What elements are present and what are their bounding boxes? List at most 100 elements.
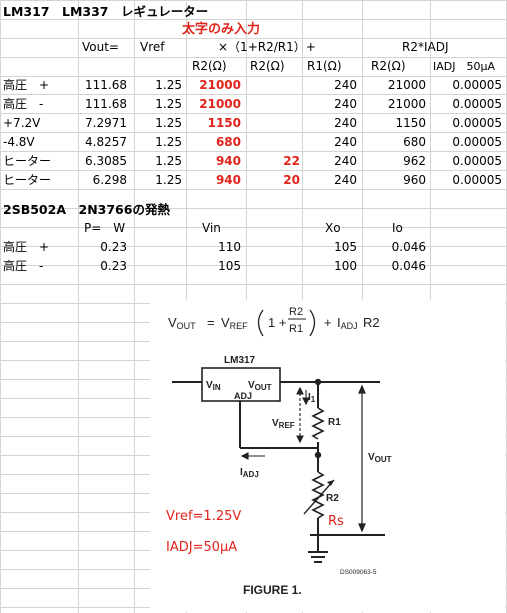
row-gridline: [0, 246, 507, 247]
cell-r2-extra[interactable]: 22: [283, 154, 300, 168]
col-iadj-header[interactable]: IADJ 50μA: [433, 60, 496, 73]
cell-r1[interactable]: 240: [334, 97, 357, 111]
cell-iadj[interactable]: 0.00005: [452, 135, 502, 149]
circuit-diagram: VOUT = VREF 1 + R2 R1 + IADJ R2: [166, 306, 392, 597]
col-r2c-header[interactable]: R2(Ω): [371, 59, 406, 73]
row-label[interactable]: -4.8V: [3, 135, 35, 149]
col-r1-header[interactable]: R1(Ω): [307, 59, 342, 73]
sheet-title[interactable]: LM317 LM337 レギュレーター: [3, 4, 209, 19]
cell-r2-extra[interactable]: [248, 76, 300, 95]
cell-vref[interactable]: 1.25: [155, 78, 182, 92]
cell-vref[interactable]: 1.25: [155, 116, 182, 130]
col-r2a-header[interactable]: R2(Ω): [192, 59, 227, 73]
cell-r2-input[interactable]: 21000: [199, 78, 241, 92]
cell-iadj[interactable]: 0.00005: [452, 78, 502, 92]
cell-vout[interactable]: 4.8257: [85, 135, 127, 149]
row-gridline: [0, 170, 507, 171]
r2-variable-arrow: [303, 479, 335, 515]
eq-equals: =: [207, 315, 215, 330]
note-vref: Vref=1.25V: [166, 509, 241, 524]
row-gridline: [0, 0, 507, 1]
heat-row-label[interactable]: 高圧 +: [3, 240, 50, 254]
eq-r2: R2: [289, 306, 303, 318]
cell-r2-input[interactable]: 21000: [199, 97, 241, 111]
cell-vout[interactable]: 111.68: [85, 97, 127, 111]
cell-r2-extra[interactable]: [248, 133, 300, 152]
vref-label: VREF: [272, 418, 295, 430]
chip-label: LM317: [224, 355, 256, 366]
cell-r2-total[interactable]: 21000: [387, 78, 426, 92]
row-label[interactable]: +7.2V: [3, 116, 41, 130]
row-label[interactable]: ヒーター: [3, 154, 52, 168]
cell-r2-extra[interactable]: [248, 114, 300, 133]
col-p-header[interactable]: P= W: [84, 221, 126, 235]
cell-vref[interactable]: 1.25: [155, 135, 182, 149]
col-io-header[interactable]: Io: [392, 221, 403, 235]
node-top: [314, 378, 322, 386]
input-note[interactable]: 太字のみ入力: [182, 22, 261, 37]
cell-r2-input[interactable]: 1150: [207, 116, 241, 130]
row-gridline: [0, 284, 507, 285]
cell-vin[interactable]: 110: [218, 240, 241, 254]
cell-vref[interactable]: 1.25: [155, 173, 182, 187]
cell-r2-total[interactable]: 962: [403, 154, 426, 168]
note-iadj: IADJ=50μA: [166, 540, 237, 555]
cell-io[interactable]: 0.046: [391, 259, 426, 273]
col-vout-header[interactable]: Vout=: [82, 40, 119, 54]
cell-r1[interactable]: 240: [334, 135, 357, 149]
annotations: Vref=1.25V IADJ=50μA Rs: [166, 509, 344, 555]
cell-power[interactable]: 0.23: [100, 259, 127, 273]
cell-r2-input[interactable]: 940: [215, 173, 241, 187]
cell-r2-extra[interactable]: [248, 95, 300, 114]
col-vin-header[interactable]: Vin: [202, 221, 221, 235]
cell-r1[interactable]: 240: [334, 173, 357, 187]
cell-vref[interactable]: 1.25: [155, 154, 182, 168]
cell-iadj[interactable]: 0.00005: [452, 97, 502, 111]
cell-power[interactable]: 0.23: [100, 240, 127, 254]
cell-iadj[interactable]: 0.00005: [452, 173, 502, 187]
cell-r1[interactable]: 240: [334, 116, 357, 130]
col-xo-header[interactable]: Xo: [325, 221, 341, 235]
cell-r1[interactable]: 240: [334, 154, 357, 168]
cell-io[interactable]: 0.046: [391, 240, 426, 254]
row-gridline: [0, 189, 507, 190]
row-gridline: [0, 57, 507, 58]
cell-vout[interactable]: 6.3085: [85, 154, 127, 168]
row-label[interactable]: ヒーター: [3, 173, 52, 187]
cell-r2-total[interactable]: 680: [403, 135, 426, 149]
cell-iadj[interactable]: 0.00005: [452, 154, 502, 168]
cell-r2-total[interactable]: 1150: [395, 116, 426, 130]
col-r2b-header[interactable]: R2(Ω): [250, 59, 285, 73]
col-vref-header[interactable]: Vref: [140, 40, 165, 54]
cell-vout[interactable]: 6.298: [92, 173, 127, 187]
eq-tail: R2: [363, 315, 380, 330]
heat-row-label[interactable]: 高圧 -: [3, 259, 44, 273]
vout-pin: VOUT: [248, 380, 272, 392]
cell-xo[interactable]: 100: [334, 259, 357, 273]
cell-r2-total[interactable]: 960: [403, 173, 426, 187]
vin-pin: VIN: [206, 380, 221, 392]
r2-resistor: [311, 471, 325, 519]
cell-iadj[interactable]: 0.00005: [452, 116, 502, 130]
formula-right-header[interactable]: R2*IADJ: [402, 40, 449, 54]
cell-r2-extra[interactable]: 20: [283, 173, 300, 187]
cell-r2-input[interactable]: 680: [215, 135, 241, 149]
row-label[interactable]: 高圧 -: [3, 97, 44, 111]
iadj-label: IADJ: [240, 467, 259, 479]
row-label[interactable]: 高圧 +: [3, 78, 50, 92]
cell-vout[interactable]: 111.68: [85, 78, 127, 92]
cell-vout[interactable]: 7.2971: [85, 116, 127, 130]
cell-vref[interactable]: 1.25: [155, 97, 182, 111]
column-gridline: [0, 0, 1, 613]
heat-title[interactable]: 2SB502A 2N3766の発熱: [3, 202, 170, 217]
cell-r2-total[interactable]: 21000: [387, 97, 426, 111]
labels: LM317 VIN VOUT ADJ I1 VREF R1 R2 VOUT IA…: [206, 355, 392, 504]
cell-r1[interactable]: 240: [334, 78, 357, 92]
cell-r2-input[interactable]: 940: [215, 154, 241, 168]
lm317-circuit-figure: VOUT = VREF 1 + R2 R1 + IADJ R2: [150, 300, 505, 612]
formula-header[interactable]: ×（1+R2/R1）+: [218, 40, 316, 54]
cell-xo[interactable]: 105: [334, 240, 357, 254]
vout-side-label: VOUT: [368, 452, 392, 464]
r1-label: R1: [328, 417, 341, 428]
cell-vin[interactable]: 105: [218, 259, 241, 273]
